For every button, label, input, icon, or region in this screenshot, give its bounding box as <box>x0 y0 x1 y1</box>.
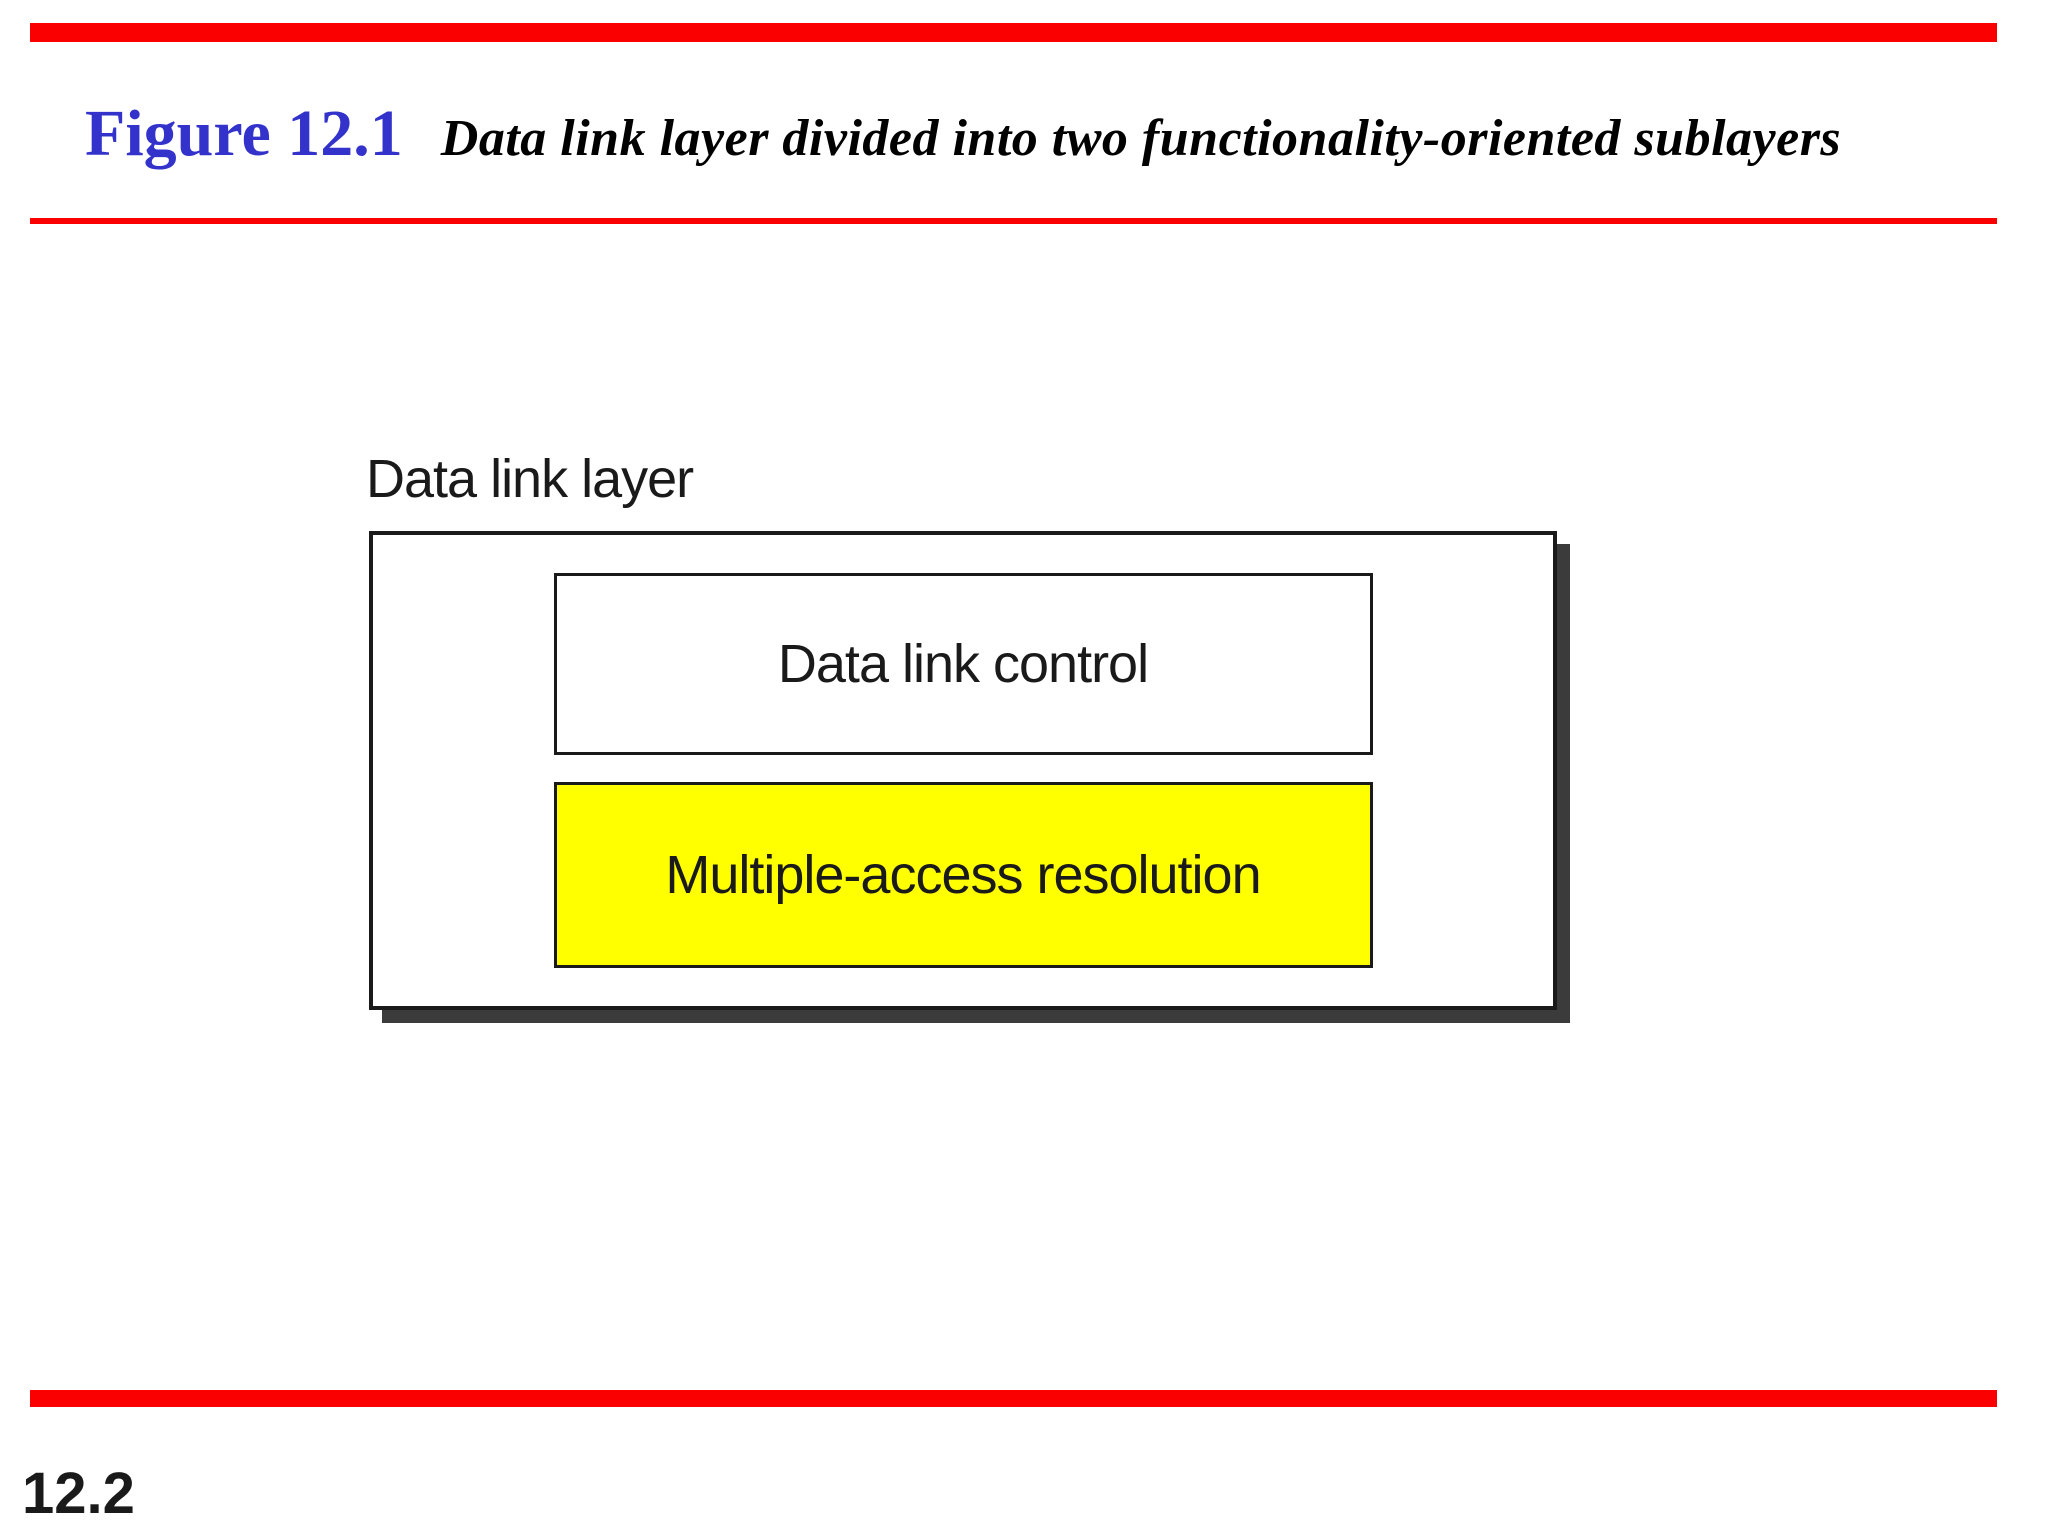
figure-title: Data link layer divided into two functio… <box>440 110 1842 167</box>
top-accent-bar <box>30 23 1997 42</box>
header-rule <box>30 218 1997 224</box>
page-number: 12.2 <box>22 1461 135 1526</box>
data-link-control-label: Data link control <box>777 634 1149 694</box>
multiple-access-resolution-box: Multiple-access resolution <box>553 782 1373 968</box>
multiple-access-resolution-label: Multiple-access resolution <box>665 845 1261 905</box>
data-link-control-box: Data link control <box>553 573 1373 755</box>
bottom-accent-bar <box>30 1390 1997 1407</box>
data-link-layer-label: Data link layer <box>366 449 694 509</box>
figure-number-label: Figure 12.1 <box>85 97 403 170</box>
data-link-layer-box: Data link control Multiple-access resolu… <box>369 531 1557 1010</box>
slide-header: Figure 12.1 Data link layer divided into… <box>85 96 2015 172</box>
